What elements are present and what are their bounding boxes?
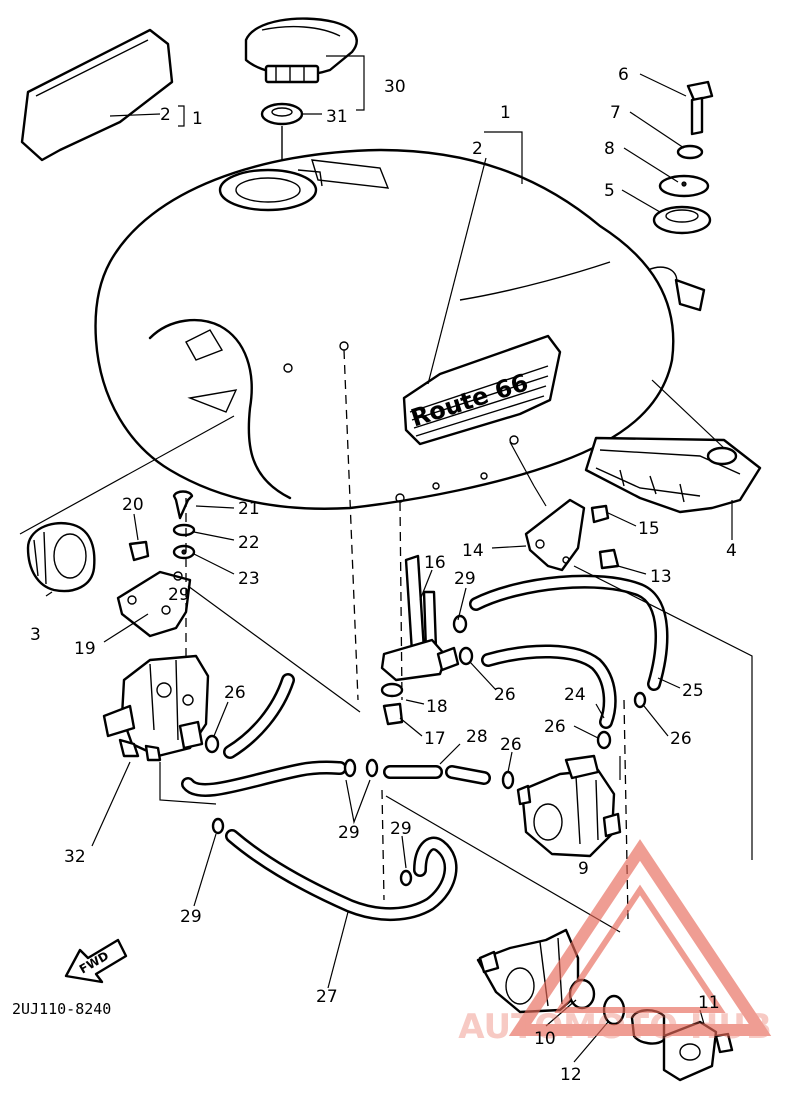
leader-lines xyxy=(45,55,733,1063)
callout-label: 29 xyxy=(390,819,412,839)
callout-label: 22 xyxy=(238,533,260,553)
fuel-cock xyxy=(380,554,460,682)
hose-27 xyxy=(225,829,458,921)
tank-rear-tab xyxy=(674,278,706,312)
watermark: AUTOMOTO HUB xyxy=(458,839,772,1047)
washer xyxy=(658,174,710,198)
callout-label: 12 xyxy=(560,1065,582,1085)
callout-label: 24 xyxy=(564,685,586,705)
callout-label: 17 xyxy=(424,729,446,749)
screw-17 xyxy=(382,702,404,726)
callout-label: 6 xyxy=(618,65,629,85)
cock-bracket xyxy=(116,570,192,638)
callout-label: 18 xyxy=(426,697,448,717)
callout-label: 28 xyxy=(466,727,488,747)
damper xyxy=(652,205,712,235)
hose-middle xyxy=(181,760,347,797)
stay-bracket xyxy=(524,498,586,572)
washer-23 xyxy=(172,544,196,560)
callout-label: 26 xyxy=(544,717,566,737)
callout-label: 19 xyxy=(74,639,96,659)
callout-label: 31 xyxy=(326,107,348,127)
callout-label: 1 xyxy=(192,109,203,129)
callout-label: 14 xyxy=(462,541,484,561)
assembly-lines xyxy=(185,349,629,921)
callout-label: 30 xyxy=(384,77,406,97)
callout-label: 21 xyxy=(238,499,260,519)
callout-label: 5 xyxy=(604,181,615,201)
callout-label: 23 xyxy=(238,569,260,589)
callout-label: 3 xyxy=(30,625,41,645)
short-hose-sections xyxy=(383,765,491,785)
filler-cap xyxy=(244,17,358,84)
callout-labels: 1 1 2 2 3 4 5 6 7 8 9 10 11 12 13 14 15 … xyxy=(30,65,737,1085)
screw-21 xyxy=(172,490,194,520)
callout-label: 11 xyxy=(698,993,720,1013)
fuel-pump-assembly xyxy=(102,654,210,762)
callout-label: 29 xyxy=(454,569,476,589)
callout-label: 27 xyxy=(316,987,338,1007)
reference-lines xyxy=(19,379,753,933)
callout-label: 26 xyxy=(500,735,522,755)
cover-plate xyxy=(662,1020,718,1082)
callout-label: 32 xyxy=(64,847,86,867)
cap-gasket xyxy=(260,102,304,126)
callout-label: 26 xyxy=(494,685,516,705)
screw-18 xyxy=(380,682,404,698)
callout-label: 26 xyxy=(670,729,692,749)
rear-bracket xyxy=(584,436,762,514)
callout-label: 20 xyxy=(122,495,144,515)
side-cover xyxy=(20,28,174,162)
callout-label: 13 xyxy=(650,567,672,587)
lock-washer xyxy=(676,144,704,160)
hose-25 xyxy=(469,574,669,691)
pump-lower xyxy=(476,928,580,1014)
callout-label: 9 xyxy=(578,859,589,879)
callout-label: 7 xyxy=(610,103,621,123)
hose-upper-left xyxy=(223,673,295,759)
hose-24 xyxy=(481,644,617,729)
callout-label: 16 xyxy=(424,553,446,573)
screw-20 xyxy=(128,540,150,562)
callout-label: 2 xyxy=(472,139,483,159)
callout-label: 25 xyxy=(682,681,704,701)
bolt xyxy=(686,80,714,136)
drawing-code: 2UJ110-8240 xyxy=(12,1000,111,1018)
callout-label: 26 xyxy=(224,683,246,703)
fwd-arrow-icon: FWD xyxy=(64,938,128,984)
callout-label: 15 xyxy=(638,519,660,539)
bolt-15 xyxy=(590,504,610,524)
vacuum-pump xyxy=(516,754,622,858)
fuel-tank: Route 66 xyxy=(94,148,678,510)
watermark-text: AUTOMOTO HUB xyxy=(458,1007,772,1047)
bolt-13 xyxy=(598,548,620,570)
callout-label: 29 xyxy=(168,585,190,605)
front-damper xyxy=(26,521,96,593)
hose-clips xyxy=(204,614,647,887)
callout-label: 8 xyxy=(604,139,615,159)
callout-label: 29 xyxy=(338,823,360,843)
callout-label: 29 xyxy=(180,907,202,927)
callout-label: 4 xyxy=(726,541,737,561)
callout-label: 2 xyxy=(160,105,171,125)
callout-label: 10 xyxy=(534,1029,556,1049)
washer-22 xyxy=(172,523,196,537)
callout-label: 1 xyxy=(500,103,511,123)
